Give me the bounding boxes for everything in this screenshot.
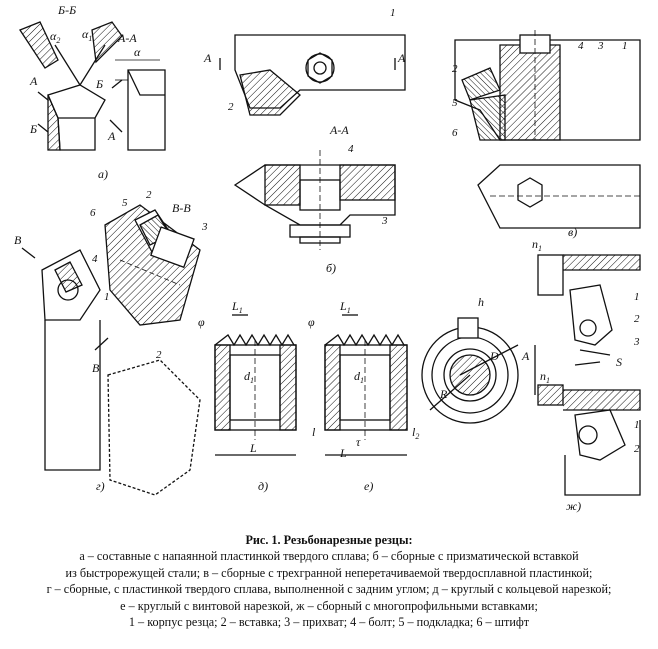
label-e-L: L xyxy=(339,446,347,460)
label-alpha: α xyxy=(134,45,141,59)
figure-caption: Рис. 1. Резьбонарезные резцы: а – состав… xyxy=(0,532,658,630)
callout-zh-2-top: 2 xyxy=(634,313,640,325)
label-d-L1: L1 xyxy=(231,299,243,315)
label-d-d1: d1 xyxy=(244,369,254,385)
label-circ-R: R xyxy=(439,387,448,401)
label-alpha1: α1 xyxy=(82,27,92,43)
panel-letter-b: б) xyxy=(326,261,336,275)
mark-a-right: А xyxy=(107,129,116,143)
label-e-phi: φ xyxy=(308,315,315,329)
callout-zh-3: 3 xyxy=(633,336,640,348)
panel-letter-g: г) xyxy=(96,479,105,493)
panel-letter-a: а) xyxy=(98,167,108,181)
panel-zh-drawing xyxy=(537,254,641,496)
panel-letter-zh: ж) xyxy=(566,499,581,513)
panel-e-drawing xyxy=(324,314,408,456)
label-alpha2: α2 xyxy=(50,29,60,45)
callout-v-4: 4 xyxy=(578,40,584,52)
callout-g-5: 5 xyxy=(122,197,128,209)
mark-v-top: В xyxy=(14,233,22,247)
callout-zh-1-top: 1 xyxy=(634,291,640,303)
panel-b-drawing xyxy=(219,34,406,250)
panel-v-drawing xyxy=(454,30,641,229)
panel-g-drawing xyxy=(21,204,201,496)
label-zh-n1-bottom: n1 xyxy=(540,369,550,385)
callout-v-1: 1 xyxy=(622,40,628,52)
callout-b-1: 1 xyxy=(390,7,396,19)
callout-v-2: 2 xyxy=(452,63,458,75)
mark-a-b-left: А xyxy=(203,51,212,65)
callout-b-2: 2 xyxy=(228,101,234,113)
callout-g-2-top: 2 xyxy=(146,189,152,201)
callout-v-5: 5 xyxy=(452,97,458,109)
label-d-phi: φ xyxy=(198,315,205,329)
callout-b-3: 3 xyxy=(381,215,388,227)
label-e-tau: τ xyxy=(356,435,361,449)
caption-line: а – составные с напаянной пластинкой тве… xyxy=(79,549,579,564)
callout-v-6: 6 xyxy=(452,127,458,139)
label-circ-A: A xyxy=(521,349,530,363)
mark-b-right: Б xyxy=(95,77,103,91)
caption-line: г – сборные, с пластинкой твердого сплав… xyxy=(46,582,612,597)
panel-letter-v: в) xyxy=(568,225,577,239)
label-section-aa-b: А-А xyxy=(329,123,349,137)
label-zh-s: S xyxy=(616,355,622,369)
label-circ-D: D xyxy=(489,349,499,363)
panel-d-drawing xyxy=(214,314,297,456)
callout-zh-1-bottom: 1 xyxy=(634,419,640,431)
label-zh-n1-top: n1 xyxy=(532,237,542,253)
label-section-aa-a: А-А xyxy=(117,31,137,45)
callout-g-6: 6 xyxy=(90,207,96,219)
label-e-L1: L1 xyxy=(339,299,351,315)
label-circ-h: h xyxy=(478,295,484,309)
mark-b-left: Б xyxy=(29,122,37,136)
mark-a-b-right: А xyxy=(397,51,406,65)
caption-line: из быстрорежущей стали; в – сборные с тр… xyxy=(65,565,593,580)
callout-b-4: 4 xyxy=(348,143,354,155)
label-section-bb: Б-Б xyxy=(57,3,76,17)
callout-g-4: 4 xyxy=(92,253,98,265)
callout-v-3: 3 xyxy=(597,40,604,52)
callout-g-3: 3 xyxy=(201,221,208,233)
label-d-L: L xyxy=(249,441,257,455)
callout-zh-2-bottom: 2 xyxy=(634,443,640,455)
label-e-l2: l2 xyxy=(412,425,419,441)
callout-g-1: 1 xyxy=(104,291,110,303)
mark-v-bottom: В xyxy=(92,361,100,375)
caption-title: Рис. 1. Резьбонарезные резцы: xyxy=(245,533,413,547)
caption-line: е – круглый с винтовой нарезкой, ж – сбо… xyxy=(120,598,538,613)
label-e-d1: d1 xyxy=(354,369,364,385)
caption-line: 1 – корпус резца; 2 – вставка; 3 – прихв… xyxy=(128,615,530,630)
panel-letter-e: е) xyxy=(364,479,373,493)
callout-g-2: 2 xyxy=(156,349,162,361)
mark-a-left: А xyxy=(29,74,38,88)
label-d-l: l xyxy=(312,425,316,439)
cutter-drawings: Б-Б А-А α2 α1 α А Б Б А а) А А 1 2 А-А 4… xyxy=(14,3,641,513)
panel-letter-d: д) xyxy=(258,479,268,493)
panel-a-drawing xyxy=(19,21,166,151)
circular-cutter-drawing xyxy=(421,317,536,424)
label-section-vv: В-В xyxy=(172,201,191,215)
